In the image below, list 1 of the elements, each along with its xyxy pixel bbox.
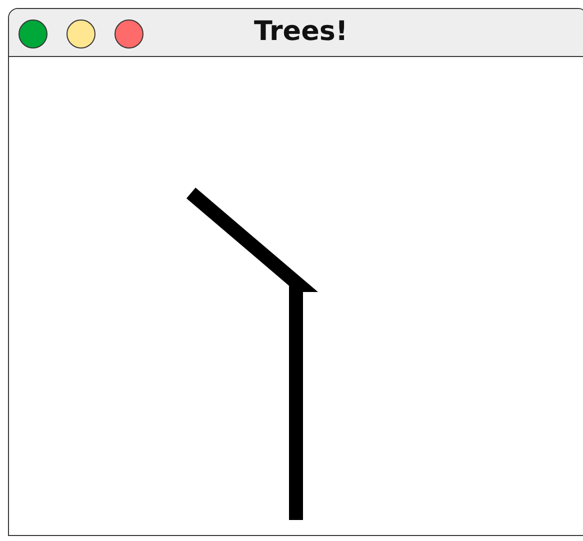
window-title: Trees! <box>254 16 348 47</box>
